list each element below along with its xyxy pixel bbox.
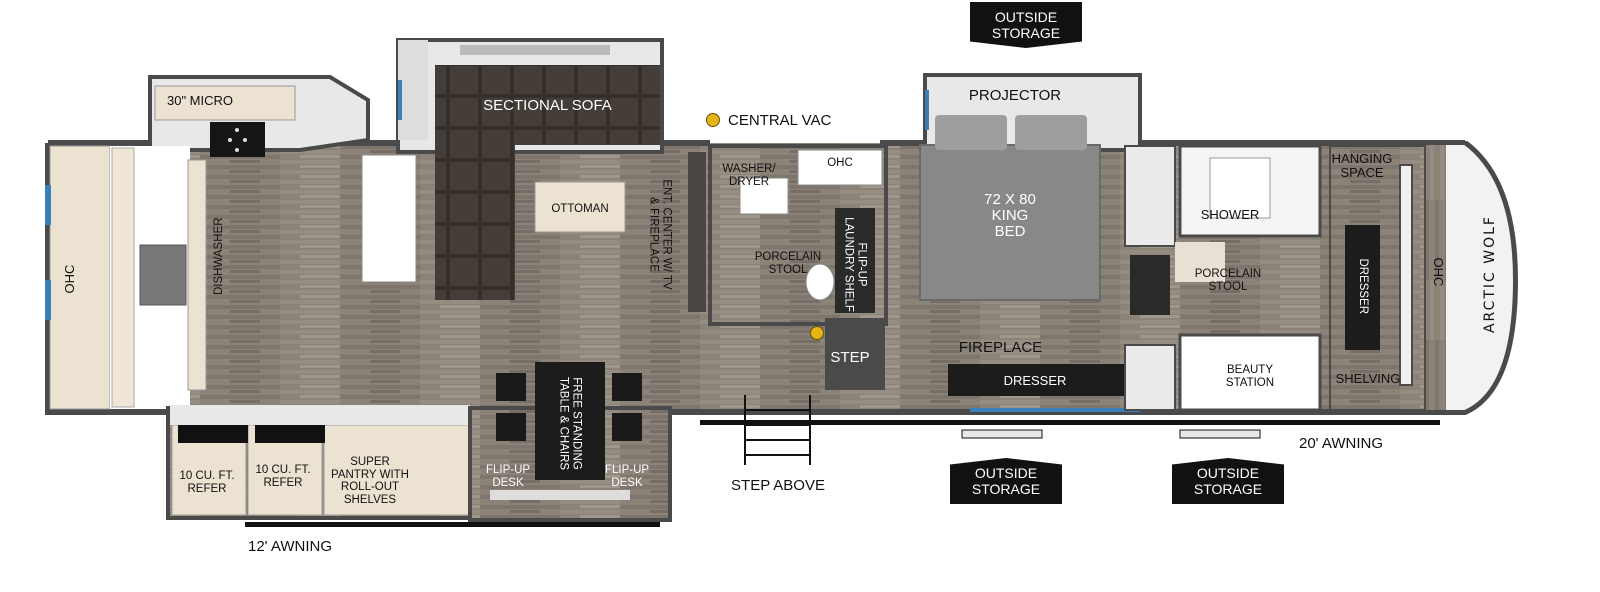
kitchen-island: [361, 154, 417, 283]
central-vac-label: CENTRAL VAC: [728, 112, 832, 129]
central-vac-dot-2: [810, 326, 824, 340]
step-above-label: STEP ABOVE: [731, 477, 825, 494]
hanging-space-label: HANGING SPACE: [1331, 151, 1393, 180]
ent-center-label: ENT. CENTER W/ TV & FIREPLACE: [648, 179, 673, 290]
dining-slide: [468, 362, 672, 522]
outside-storage-bottom-badge-2: OUTSIDE STORAGE: [1172, 458, 1284, 504]
beauty-station-label: BEAUTY STATION: [1225, 364, 1275, 389]
awning-12: [245, 522, 660, 527]
ent-center: [688, 152, 706, 312]
refer-label-2: 10 CU. FT. REFER: [255, 464, 311, 489]
free-standing-table-label: FREE STANDING TABLE & CHAIRS: [558, 376, 583, 471]
king-bed-label: 72 X 80 KING BED: [984, 191, 1036, 240]
bedroom-dresser: [948, 364, 1136, 396]
flip-up-desk-label-1: FLIP-UP DESK: [485, 464, 531, 489]
outside-storage-bottom-label-1: OUTSIDE STORAGE: [971, 465, 1041, 497]
front-bath: [1124, 144, 1322, 412]
front-cap: [1424, 141, 1518, 414]
arctic-wolf-logo: ARCTIC WOLF: [1482, 215, 1498, 334]
ottoman-label: OTTOMAN: [551, 203, 609, 215]
kitchen-top-slide: [148, 75, 370, 157]
shower-label: SHOWER: [1200, 207, 1260, 222]
washer-dryer-label: WASHER/ DRYER: [722, 163, 776, 188]
front-closet: [1329, 145, 1426, 411]
porcelain-stool-label-1: PORCELAIN STOOL: [754, 251, 822, 276]
porcelain-stool-label-2: PORCELAIN STOOL: [1194, 268, 1262, 293]
dresser-bedroom-label: DRESSER: [1003, 373, 1067, 388]
projector-label: PROJECTOR: [968, 87, 1062, 104]
awning-20: [700, 420, 1440, 425]
sectional-sofa-slide: [396, 38, 664, 300]
flip-up-desk-label-2: FLIP-UP DESK: [604, 464, 650, 489]
bedroom-slide: [919, 73, 1142, 301]
twenty-awning-label: 20' AWNING: [1299, 435, 1383, 452]
sectional-sofa-label: SECTIONAL SOFA: [483, 97, 612, 114]
outside-storage-bottom-badge-1: OUTSIDE STORAGE: [950, 458, 1062, 504]
outside-storage-top-label: OUTSIDE STORAGE: [991, 9, 1061, 41]
dresser-front-label: DRESSER: [1356, 258, 1369, 315]
outside-storage-bottom-label-2: OUTSIDE STORAGE: [1193, 465, 1263, 497]
fireplace-label: FIREPLACE: [958, 339, 1043, 356]
flip-up-laundry-shelf-label: FLIP-UP LAUNDRY SHELF: [843, 217, 868, 312]
kitchen-bottom-slide: [166, 405, 472, 520]
dishwasher-label: DISHWASHER: [212, 217, 225, 296]
outside-storage-top-badge: OUTSIDE STORAGE: [970, 2, 1082, 48]
twelve-awning-label: 12' AWNING: [248, 538, 332, 555]
refer-label-1: 10 CU. FT. REFER: [179, 470, 235, 495]
shelving-label: SHELVING: [1335, 371, 1401, 386]
super-pantry-label: SUPER PANTRY WITH ROLL-OUT SHELVES: [331, 456, 409, 506]
laundry-room: [708, 144, 888, 390]
ottoman: [534, 181, 626, 233]
kitchen-cabinets: [45, 145, 207, 410]
step-label: STEP: [830, 349, 870, 366]
central-vac-dot: [706, 113, 720, 127]
micro-label: 30" MICRO: [166, 93, 233, 108]
ohc-laundry-label: OHC: [827, 157, 853, 169]
ohc-front-label: OHC: [1431, 257, 1446, 287]
ohc-rear-label: OHC: [62, 264, 77, 294]
